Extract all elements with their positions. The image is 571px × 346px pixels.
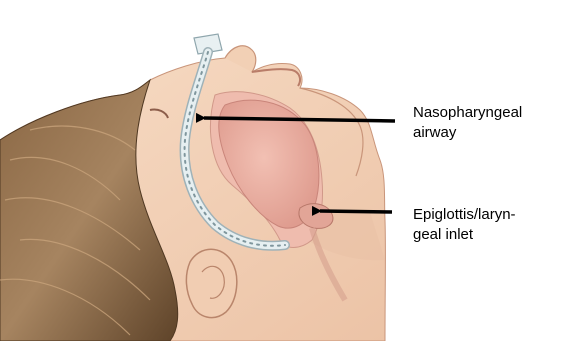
- ear: [186, 249, 236, 317]
- callout-arrow-icon: [320, 211, 392, 212]
- label-epiglottis-laryngeal-inlet: Epiglottis/laryn- geal inlet: [413, 205, 516, 245]
- label-line: airway: [413, 123, 522, 143]
- label-line: Epiglottis/laryn-: [413, 205, 516, 225]
- label-line: Nasopharyngeal: [413, 103, 522, 123]
- label-line: geal inlet: [413, 225, 516, 245]
- label-nasopharyngeal-airway: Nasopharyngeal airway: [413, 103, 522, 143]
